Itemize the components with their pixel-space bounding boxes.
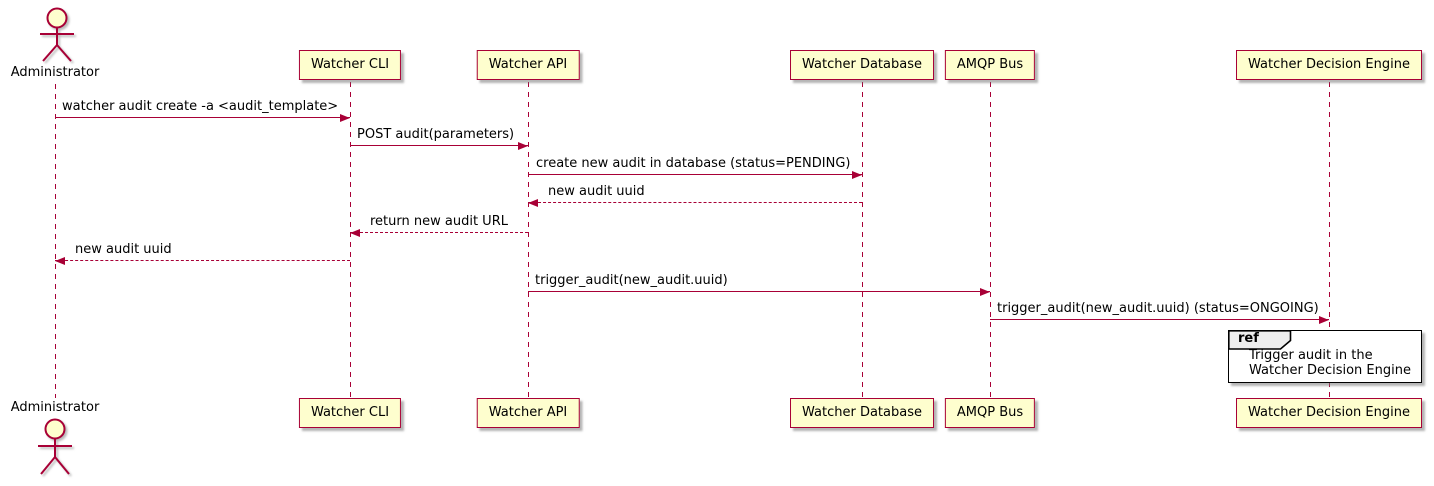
message-new-audit-uuid-return-db: new audit uuid <box>528 183 862 207</box>
message-line <box>528 291 990 292</box>
message-line <box>55 117 350 118</box>
lifeline-administrator <box>55 84 56 398</box>
message-label: new audit uuid <box>75 242 172 257</box>
actor-label-bottom: Administrator <box>10 400 100 415</box>
ref-body-text: Trigger audit in the Watcher Decision En… <box>1249 348 1411 378</box>
arrowhead-right-icon <box>852 171 862 179</box>
arrowhead-left-icon <box>350 229 360 237</box>
message-line <box>350 232 528 233</box>
lifeline-watcher-cli <box>350 82 351 398</box>
lifeline-amqp-bus <box>990 82 991 398</box>
message-line <box>350 145 528 146</box>
ref-tab-label: ref <box>1238 331 1259 346</box>
arrowhead-left-icon <box>528 199 538 207</box>
arrowhead-right-icon <box>518 142 528 150</box>
ref-text-line2: Watcher Decision Engine <box>1249 363 1411 378</box>
message-label: trigger_audit(new_audit.uuid) <box>535 273 728 288</box>
message-label: create new audit in database (status=PEN… <box>536 156 851 171</box>
arrowhead-right-icon <box>980 288 990 296</box>
ref-tab: ref <box>1228 330 1292 350</box>
message-new-audit-uuid-return-cli: new audit uuid <box>55 241 350 265</box>
participant-watcher-cli-bottom: Watcher CLI <box>298 398 402 428</box>
message-label: trigger_audit(new_audit.uuid) (status=ON… <box>997 301 1319 316</box>
lifeline-watcher-decision-engine <box>1329 82 1330 398</box>
ref-frame: ref Trigger audit in the Watcher Decisio… <box>1228 330 1422 383</box>
message-line <box>55 260 350 261</box>
message-line <box>528 202 862 203</box>
participant-watcher-decision-engine-top: Watcher Decision Engine <box>1236 50 1422 80</box>
actor-icon-bottom <box>33 416 77 484</box>
message-trigger-audit-ongoing: trigger_audit(new_audit.uuid) (status=ON… <box>990 300 1329 324</box>
participant-amqp-bus-bottom: AMQP Bus <box>944 398 1036 428</box>
message-line <box>528 174 862 175</box>
participant-watcher-database-top: Watcher Database <box>790 50 934 80</box>
arrowhead-left-icon <box>55 257 65 265</box>
message-label: new audit uuid <box>548 184 645 199</box>
message-label: return new audit URL <box>370 214 508 229</box>
participant-watcher-cli-top: Watcher CLI <box>298 50 402 80</box>
message-create-audit-db: create new audit in database (status=PEN… <box>528 155 862 179</box>
message-label: POST audit(parameters) <box>357 127 515 142</box>
message-post-audit: POST audit(parameters) <box>350 126 528 150</box>
lifeline-watcher-database <box>862 82 863 398</box>
message-audit-create: watcher audit create -a <audit_template> <box>55 98 350 122</box>
ref-text-line1: Trigger audit in the <box>1249 348 1373 363</box>
message-trigger-audit: trigger_audit(new_audit.uuid) <box>528 272 990 296</box>
participant-watcher-database-bottom: Watcher Database <box>790 398 934 428</box>
lifeline-watcher-api <box>528 82 529 398</box>
participant-watcher-api-bottom: Watcher API <box>476 398 580 428</box>
actor-icon <box>35 7 79 67</box>
participant-watcher-api-top: Watcher API <box>476 50 580 80</box>
arrowhead-right-icon <box>340 114 350 122</box>
ref-tab-shape-icon <box>1228 330 1292 350</box>
participant-watcher-decision-engine-bottom: Watcher Decision Engine <box>1236 398 1422 428</box>
message-return-audit-url: return new audit URL <box>350 213 528 237</box>
message-line <box>990 319 1329 320</box>
participant-amqp-bus-top: AMQP Bus <box>944 50 1036 80</box>
actor-label-top: Administrator <box>10 65 100 80</box>
message-label: watcher audit create -a <audit_template> <box>62 99 339 114</box>
arrowhead-right-icon <box>1319 316 1329 324</box>
